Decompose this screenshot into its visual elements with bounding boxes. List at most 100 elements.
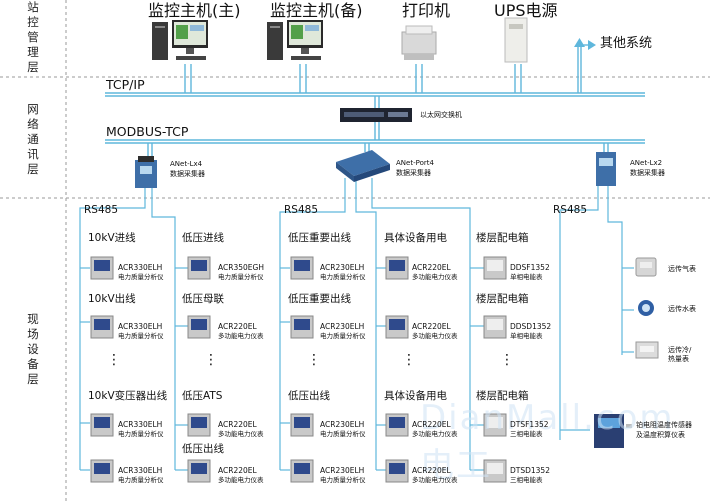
- ellipsis: ⋮: [402, 352, 416, 368]
- col2-group-label: 低压出线: [182, 443, 224, 455]
- temperature-sensor-icon: [594, 414, 632, 448]
- meter-model: ACR330ELH: [118, 263, 163, 272]
- gas-meter-icon: [635, 257, 657, 277]
- host-backup-label: 监控主机(备): [270, 1, 363, 20]
- meter-icon: [385, 459, 409, 483]
- meter-desc: 电力质量分析仪: [118, 430, 164, 438]
- switch-label: 以太网交换机: [420, 111, 462, 119]
- meter-icon: [90, 315, 114, 339]
- meter-desc: 电力质量分析仪: [218, 273, 264, 281]
- meter-icon: [385, 256, 409, 280]
- meter-model: ACR220EL: [412, 466, 451, 475]
- col1-group-label: 10kV变压器出线: [88, 390, 168, 402]
- meter-icon: [290, 459, 314, 483]
- host-main-computer: [152, 20, 208, 60]
- meter-model: ACR220EL: [412, 420, 451, 429]
- meter-desc: 三相电能表: [510, 430, 543, 438]
- collector-lx2-desc: 数据采集器: [630, 169, 665, 177]
- meter-icon: [483, 256, 507, 280]
- printer-device: [401, 25, 437, 60]
- meter-icon: [90, 256, 114, 280]
- rs485-label-1: RS485: [84, 204, 119, 216]
- meter-model: ACR230ELH: [320, 466, 365, 475]
- meter-icon: [385, 315, 409, 339]
- col5-group-label: 楼层配电箱: [476, 293, 529, 305]
- meter-icon: [385, 413, 409, 437]
- rs485-label-2: RS485: [284, 204, 319, 216]
- ups-device: [504, 17, 528, 63]
- meter-model: DDSD1352: [510, 322, 552, 331]
- meter-desc: 电力质量分析仪: [320, 476, 366, 484]
- meter-icon: [90, 413, 114, 437]
- water-meter-label: 远传水表: [668, 305, 696, 313]
- col2-group-label: 低压ATS: [182, 390, 223, 402]
- meter-model: DDSF1352: [510, 263, 550, 272]
- heat-meter-icon: [635, 341, 659, 359]
- meter-model: ACR230ELH: [320, 322, 365, 331]
- host-main-label: 监控主机(主): [148, 1, 241, 20]
- meter-icon: [483, 315, 507, 339]
- meter-desc: 电力质量分析仪: [320, 273, 366, 281]
- layer-label-field: 现场设备层: [27, 312, 39, 386]
- meter-model: DTSD1352: [510, 466, 550, 475]
- meter-model: ACR230ELH: [320, 263, 365, 272]
- meter-icon: [483, 459, 507, 483]
- collector-port4-name: ANet-Port4: [396, 159, 434, 167]
- collector-lx4-name: ANet-Lx4: [170, 160, 203, 168]
- meter-desc: 多功能电力仪表: [218, 430, 264, 438]
- col1-group-label: 10kV进线: [88, 232, 136, 244]
- meter-model: ACR220EL: [218, 466, 257, 475]
- col4-group-label: 具体设备用电: [384, 232, 447, 244]
- meter-model: ACR220EL: [218, 420, 257, 429]
- ellipsis: ⋮: [204, 352, 218, 368]
- temperature-sensor-label: 铂电阻温度传感器 及温度积算仪表: [636, 421, 692, 439]
- meter-desc: 单相电能表: [510, 273, 543, 281]
- rs485-label-3: RS485: [553, 204, 588, 216]
- meter-desc: 多功能电力仪表: [218, 476, 264, 484]
- meter-icon: [290, 256, 314, 280]
- col2-group-label: 低压进线: [182, 232, 224, 244]
- layer-label-network: 网络通讯层: [27, 102, 39, 176]
- meter-desc: 电力质量分析仪: [118, 273, 164, 281]
- meter-desc: 电力质量分析仪: [118, 332, 164, 340]
- tcpip-label: TCP/IP: [106, 77, 145, 92]
- meter-desc: 单相电能表: [510, 332, 543, 340]
- meter-icon: [187, 459, 211, 483]
- ethernet-switch: [340, 108, 412, 122]
- meter-icon: [90, 459, 114, 483]
- collector-lx4-desc: 数据采集器: [170, 170, 205, 178]
- meter-desc: 电力质量分析仪: [118, 476, 164, 484]
- meter-icon: [290, 413, 314, 437]
- meter-desc: 电力质量分析仪: [320, 430, 366, 438]
- ups-label: UPS电源: [494, 1, 558, 20]
- collector-lx2-name: ANet-Lx2: [630, 159, 663, 167]
- col3-group-label: 低压重要出线: [288, 293, 351, 305]
- meter-desc: 多功能电力仪表: [218, 332, 264, 340]
- printer-label: 打印机: [402, 1, 451, 20]
- other-system-label: 其他系统: [600, 36, 653, 51]
- meter-model: DTSF1352: [510, 420, 549, 429]
- collector-lx2: [596, 152, 616, 186]
- meter-icon: [187, 413, 211, 437]
- col5-group-label: 楼层配电箱: [476, 232, 529, 244]
- col1-group-label: 10kV出线: [88, 293, 136, 305]
- col2-group-label: 低压母联: [182, 293, 224, 305]
- meter-icon: [483, 413, 507, 437]
- meter-model: ACR230ELH: [320, 420, 365, 429]
- col4-group-label: 具体设备用电: [384, 390, 447, 402]
- collector-lx4: [135, 156, 157, 188]
- heat-meter-label: 远传冷/热量表: [668, 346, 692, 363]
- meter-desc: 电力质量分析仪: [320, 332, 366, 340]
- meter-model: ACR220EL: [412, 322, 451, 331]
- meter-icon: [187, 315, 211, 339]
- gas-meter-label: 远传气表: [668, 265, 696, 273]
- meter-icon: [290, 315, 314, 339]
- meter-model: ACR220EL: [412, 263, 451, 272]
- meter-model: ACR330ELH: [118, 322, 163, 331]
- ellipsis: ⋮: [107, 352, 121, 368]
- collector-port4-desc: 数据采集器: [396, 169, 431, 177]
- water-meter-icon: [638, 300, 654, 316]
- collector-port4: [336, 150, 390, 182]
- watermark: DianMall.com 电工: [420, 398, 675, 486]
